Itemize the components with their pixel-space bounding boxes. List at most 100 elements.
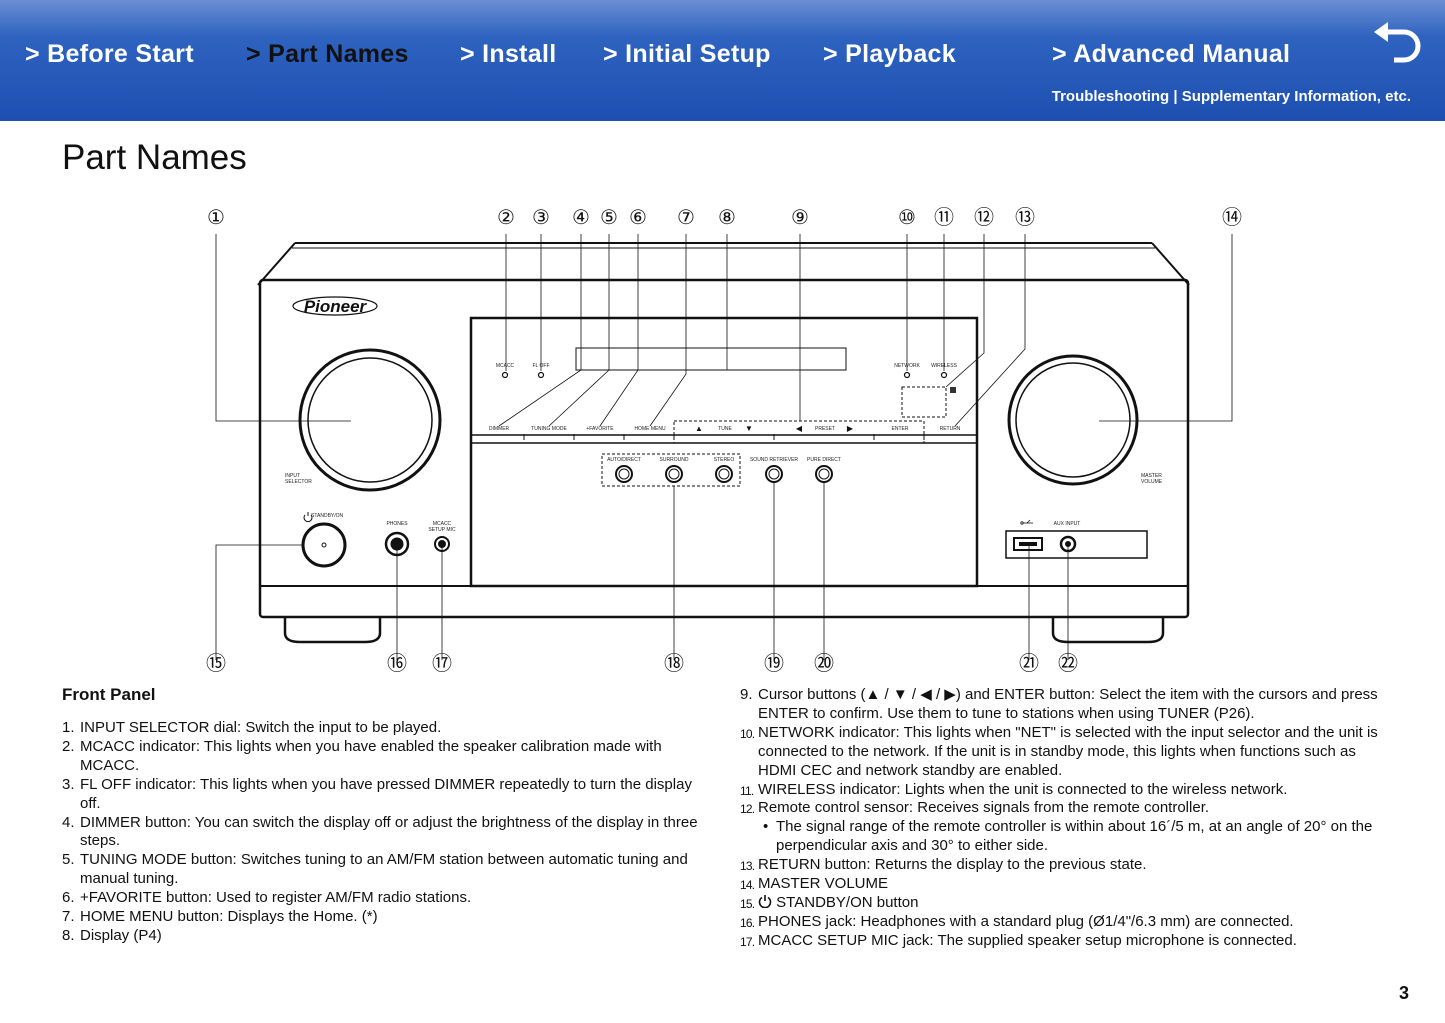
callout-9: ⑨ (791, 207, 809, 229)
left-arrow-icon[interactable]: ◀ (796, 424, 803, 433)
item-text: TUNING MODE button: Switches tuning to a… (80, 851, 688, 888)
label-mcacc-setup-2: SETUP MIC (428, 527, 456, 533)
list-item: 3.FL OFF indicator: This lights when you… (62, 776, 712, 814)
callout-4: ④ (572, 207, 590, 229)
callout-20: ⑳ (814, 652, 834, 675)
page-title: Part Names (62, 138, 247, 177)
network-indicator (903, 371, 911, 379)
callout-13: ⑬ (1015, 206, 1035, 229)
item-text: WIRELESS indicator: Lights when the unit… (758, 780, 1288, 798)
item-text: MASTER VOLUME (758, 875, 889, 893)
item-text: MCACC indicator: This lights when you ha… (80, 737, 662, 774)
label-tuning-mode: TUNING MODE (531, 426, 567, 432)
wireless-indicator (940, 371, 948, 379)
list-item: 14.MASTER VOLUME (740, 875, 1390, 894)
nav-install[interactable]: > Install (460, 40, 557, 68)
nav-playback[interactable]: > Playback (823, 40, 956, 68)
label-input-1: INPUT (285, 473, 300, 479)
brand-logo: Pioneer (304, 297, 368, 316)
item-text: Display (P4) (80, 926, 162, 944)
fl-off-indicator (537, 371, 545, 379)
note-bullet: The signal range of the remote controlle… (758, 818, 1390, 856)
list-item: 2. MCACC indicator: This lights when you … (62, 738, 712, 776)
list-item: 10.NETWORK indicator: This lights when "… (740, 724, 1390, 781)
item-text: MCACC SETUP MIC jack: The supplied speak… (758, 931, 1297, 949)
link-supplementary-info[interactable]: Supplementary Information, etc. (1181, 88, 1411, 105)
label-mcacc-setup-1: MCACC (433, 521, 452, 527)
label-pure-direct: PURE DIRECT (807, 457, 841, 463)
item-text: HOME MENU button: Displays the Home. (*) (80, 908, 378, 926)
callout-10: ⑩ (898, 207, 916, 229)
cursor-buttons-group[interactable] (673, 420, 925, 444)
list-item: 1. INPUT SELECTOR dial: Switch the input … (62, 719, 712, 738)
nav-advanced-manual[interactable]: > Advanced Manual (1052, 40, 1291, 68)
item-number: 15. (740, 896, 755, 911)
label-return: RETURN (940, 426, 961, 432)
label-home-menu: HOME MENU (634, 426, 666, 432)
part-list-left: 1. INPUT SELECTOR dial: Switch the input … (62, 719, 712, 946)
top-navigation-bar: > Before Start > Part Names > Install > … (0, 0, 1445, 121)
list-item: 6. +FAVORITE button: Used to register AM/… (62, 889, 712, 908)
callout-11: ⑪ (934, 206, 954, 229)
item-text: NETWORK indicator: This lights when "NET… (758, 723, 1378, 779)
label-phones: PHONES (386, 521, 408, 527)
label-preset: PRESET (815, 426, 835, 432)
item-number: 6. (62, 889, 75, 907)
item-number: 17. (740, 934, 755, 949)
return-arrow-icon[interactable] (1370, 18, 1426, 64)
callout-1: ① (207, 207, 225, 229)
callout-16: ⑯ (387, 652, 407, 675)
usb-aux-panel (1005, 530, 1148, 559)
label-master-2: VOLUME (1141, 479, 1163, 485)
sub-links: Troubleshooting | Supplementary Informat… (1052, 88, 1411, 105)
callout-12: ⑫ (974, 206, 994, 229)
item-number: 13. (740, 859, 755, 874)
nav-before-start[interactable]: > Before Start (25, 40, 194, 68)
list-item: 9.Cursor buttons (▲ / ▼ / ◀ / ▶) and ENT… (740, 686, 1390, 724)
item-number: 2. (62, 737, 75, 755)
item-number: 8. (62, 926, 75, 944)
item-text: INPUT SELECTOR dial: Switch the input to… (80, 719, 442, 736)
callout-15: ⑮ (206, 652, 226, 675)
callout-7: ⑦ (677, 207, 695, 229)
list-item-note: The signal range of the remote controlle… (740, 818, 1390, 856)
callout-21: ㉑ (1019, 652, 1039, 675)
label-favorite: +FAVORITE (586, 426, 614, 432)
item-number: 3. (62, 775, 75, 793)
part-list-right: 9.Cursor buttons (▲ / ▼ / ◀ / ▶) and ENT… (740, 686, 1390, 951)
callout-17: ⑰ (432, 652, 452, 675)
label-aux-input: AUX INPUT (1054, 521, 1081, 527)
item-number: 7. (62, 908, 75, 926)
callout-22: ㉒ (1058, 652, 1078, 675)
item-text: STANDBY/ON button (776, 893, 919, 911)
item-number: 1. (62, 719, 75, 736)
item-text: +FAVORITE button: Used to register AM/FM… (80, 889, 472, 907)
callout-6: ⑥ (629, 207, 647, 229)
remote-sensor (901, 386, 947, 418)
item-number: 11. (740, 783, 754, 798)
nav-initial-setup[interactable]: > Initial Setup (603, 40, 771, 68)
label-enter: ENTER (892, 426, 909, 432)
callout-18: ⑱ (664, 652, 684, 675)
list-item: 12.Remote control sensor: Receives signa… (740, 799, 1390, 818)
section-title: Front Panel (62, 685, 156, 704)
up-arrow-icon[interactable]: ▲ (695, 424, 703, 433)
item-number: 9. (740, 686, 753, 703)
down-arrow-icon[interactable]: ▼ (745, 424, 753, 433)
callout-19: ⑲ (764, 652, 784, 675)
item-text: Remote control sensor: Receives signals … (758, 799, 1210, 817)
list-item: 4.DIMMER button: You can switch the disp… (62, 814, 712, 852)
label-mcacc: MCACC (496, 363, 515, 369)
label-auto-direct: AUTO/DIRECT (607, 457, 641, 463)
label-dimmer: DIMMER (489, 426, 510, 432)
item-number: 12. (740, 802, 755, 817)
callout-2: ② (497, 207, 515, 229)
right-arrow-icon[interactable]: ▶ (847, 424, 854, 433)
list-item: 16.PHONES jack: Headphones with a standa… (740, 913, 1390, 932)
item-number: 16. (740, 915, 755, 930)
callout-5: ⑤ (600, 207, 618, 229)
nav-part-names[interactable]: > Part Names (246, 40, 409, 68)
label-sound-retriever: SOUND RETRIEVER (750, 457, 798, 463)
item-text: RETURN button: Returns the display to th… (758, 856, 1147, 874)
link-troubleshooting[interactable]: Troubleshooting (1051, 88, 1170, 105)
